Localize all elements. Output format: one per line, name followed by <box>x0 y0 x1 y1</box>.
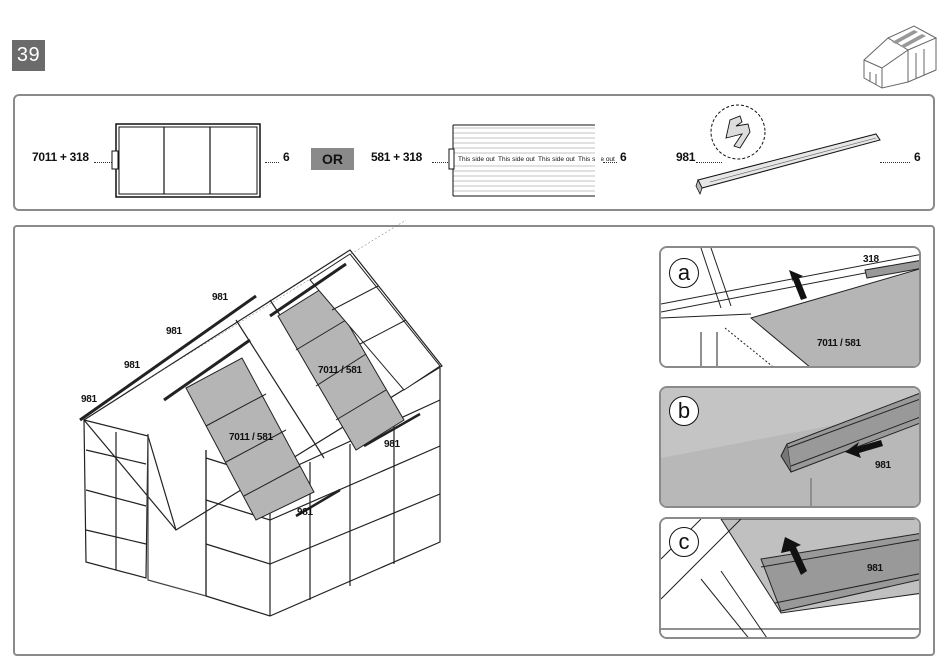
detail-a-label: 7011 / 581 <box>817 338 861 349</box>
or-badge: OR <box>311 148 354 170</box>
profile-label-bottom: 981 <box>297 507 313 518</box>
leader-line <box>880 162 910 163</box>
sheet-quantity: 6 <box>620 150 626 164</box>
panel-part-code: 7011 + 318 <box>32 150 89 164</box>
profile-label-right: 981 <box>384 439 400 450</box>
detail-panel-a: 318 7011 / 581 a <box>659 246 921 368</box>
profile-drawing <box>690 98 890 198</box>
detail-panel-b: 981 b <box>659 386 921 508</box>
detail-b-label: 981 <box>875 460 891 471</box>
detail-c-label: 981 <box>867 563 883 574</box>
ridge-label: 981 <box>212 292 228 303</box>
detail-a-label: 318 <box>863 254 879 265</box>
detail-letter-c: c <box>669 527 699 557</box>
detail-letter-b: b <box>669 396 699 426</box>
side-out-text: This side out <box>458 156 495 163</box>
ridge-label: 981 <box>124 360 140 371</box>
panel-label-right: 7011 / 581 <box>318 365 362 376</box>
polycarbonate-panel-drawing <box>112 123 262 199</box>
side-out-text: This side out <box>538 156 575 163</box>
sheet-part-code: 581 + 318 <box>371 150 422 164</box>
leader-line <box>432 162 450 163</box>
leader-line <box>94 162 112 163</box>
step-number-badge: 39 <box>12 40 45 71</box>
leader-line <box>265 162 279 163</box>
arrow-icon <box>785 270 815 306</box>
ridge-label: 981 <box>166 326 182 337</box>
greenhouse-icon <box>856 20 938 90</box>
leader-line <box>603 162 617 163</box>
profile-quantity: 6 <box>914 150 920 164</box>
arrow-icon <box>845 436 885 460</box>
polycarbonate-sheet-drawing: This side out This side out This side ou… <box>449 124 599 198</box>
panel-quantity: 6 <box>283 150 289 164</box>
detail-panel-c: 981 c <box>659 517 921 639</box>
arrow-icon <box>779 537 815 581</box>
panel-label-left: 7011 / 581 <box>229 432 273 443</box>
ridge-label: 981 <box>81 394 97 405</box>
detail-letter-a: a <box>669 258 699 288</box>
side-out-text: This side out <box>498 156 535 163</box>
